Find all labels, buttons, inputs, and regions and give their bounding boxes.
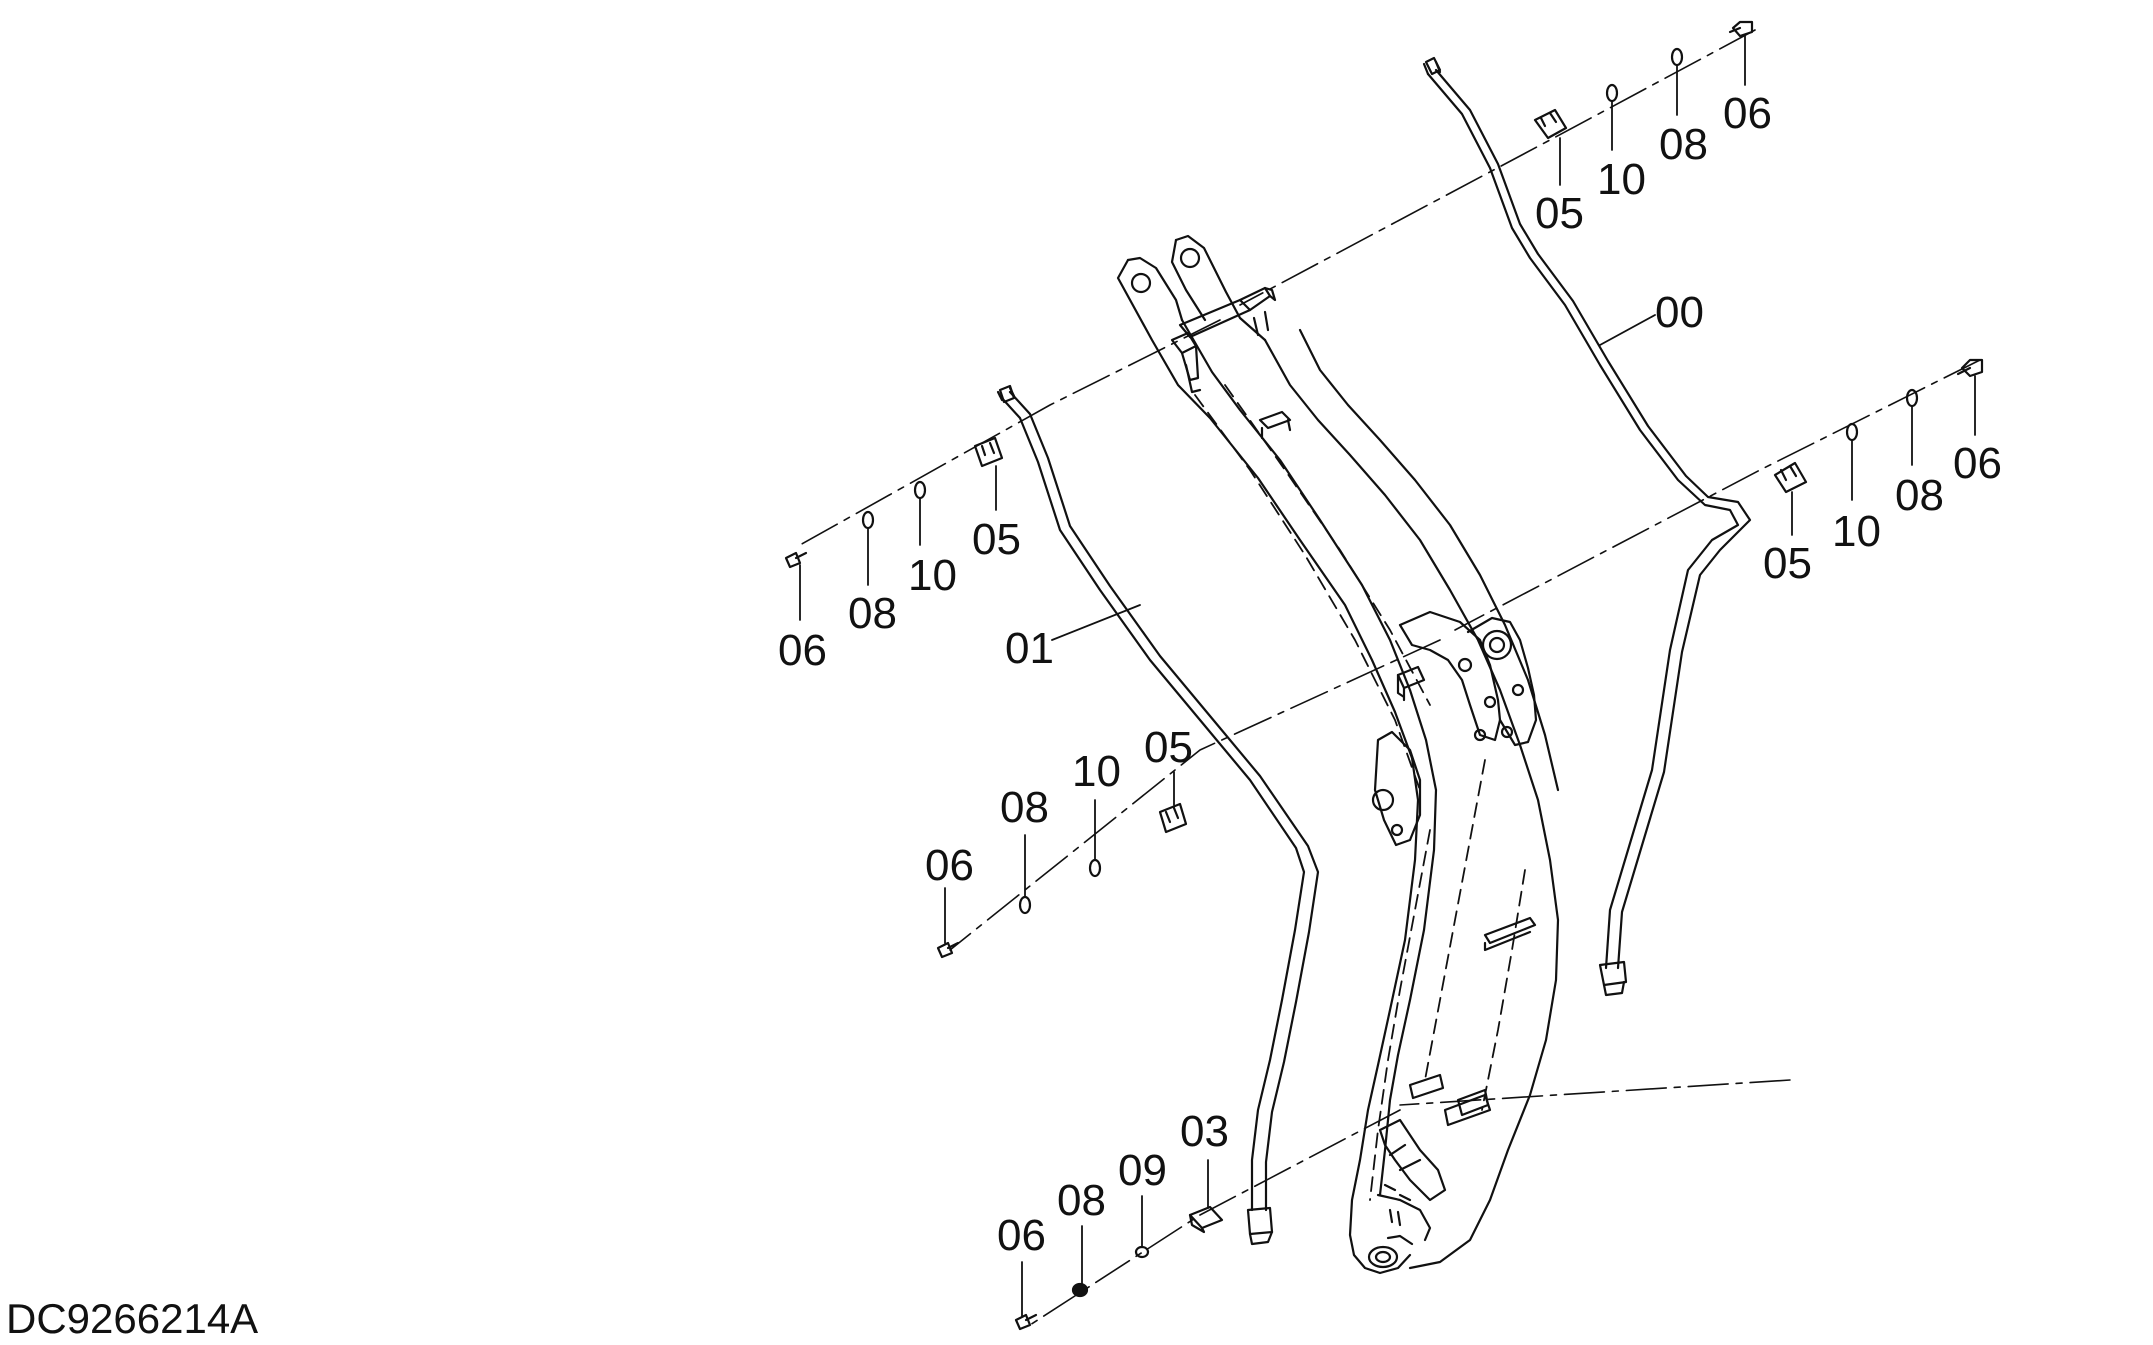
callout-pipe-left: 01	[1005, 624, 1054, 673]
callout-clamp-mid-left: 05	[1144, 723, 1193, 772]
callout-washer-upper-left: 08	[848, 589, 897, 638]
clamp-top	[1533, 108, 1568, 140]
washer-right	[1905, 388, 1919, 408]
callout-bolt-right: 06	[1953, 439, 2002, 488]
spacer-bottom	[1134, 1245, 1150, 1259]
pipe-01-left-line	[996, 384, 1320, 1246]
washer-top	[1670, 47, 1684, 67]
pipe-00-right-line	[1422, 56, 1752, 997]
callout-spacer-bottom: 09	[1118, 1146, 1167, 1195]
bolt-bottom	[1014, 1313, 1038, 1331]
callout-bolt-upper-left: 06	[778, 626, 827, 675]
boom-hidden-lines	[1194, 384, 1526, 1201]
assembly-centerlines	[799, 29, 1981, 1326]
washer-bottom	[1071, 1282, 1089, 1298]
callout-spacer-mid-left: 10	[1072, 747, 1121, 796]
callout-washer-bottom: 08	[1057, 1176, 1106, 1225]
spacer-right	[1845, 422, 1859, 442]
callout-washer-mid-left: 08	[1000, 783, 1049, 832]
bolt-upper-left	[784, 551, 808, 569]
clamp-mid-left	[1158, 802, 1188, 834]
callout-bolt-top: 06	[1723, 89, 1772, 138]
clamp-boom-foot	[1188, 1205, 1224, 1234]
clamp-right	[1773, 461, 1808, 494]
callout-pipe-right: 00	[1655, 288, 1704, 337]
callout-spacer-top: 10	[1597, 155, 1646, 204]
washer-mid-left	[1018, 895, 1032, 915]
spacer-top	[1605, 83, 1619, 103]
bolt-mid-left	[936, 941, 960, 959]
callout-spacer-upper-left: 10	[908, 551, 957, 600]
callout-spacer-right: 10	[1832, 507, 1881, 556]
bolt-right	[1956, 358, 1984, 378]
callout-clamp-top: 05	[1535, 189, 1584, 238]
clamp-upper-left	[973, 436, 1004, 468]
callout-washer-right: 08	[1895, 471, 1944, 520]
spacer-mid-left	[1088, 858, 1102, 878]
bolt-top	[1728, 20, 1754, 38]
callout-labels: 00 01 05 10 08 06 05 10 08 06 05 10 08 0…	[778, 89, 2002, 1260]
drawing-id-label: DC9266214A	[6, 1295, 259, 1342]
callout-clamp-right: 05	[1763, 539, 1812, 588]
callout-clamp-boom-foot: 03	[1180, 1107, 1229, 1156]
leader-lines	[799, 35, 1976, 1317]
callout-bolt-mid-left: 06	[925, 841, 974, 890]
spacer-upper-left	[913, 480, 927, 500]
washer-upper-left	[861, 510, 875, 530]
callout-clamp-upper-left: 05	[972, 515, 1021, 564]
callout-bolt-bottom: 06	[997, 1211, 1046, 1260]
callout-washer-top: 08	[1659, 120, 1708, 169]
